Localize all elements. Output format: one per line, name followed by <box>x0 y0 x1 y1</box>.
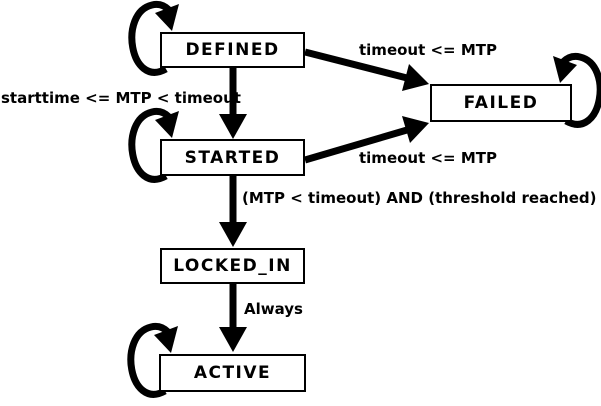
state-defined: DEFINED <box>160 32 305 68</box>
defined-self-loop-arrow <box>128 0 179 76</box>
arrowhead <box>219 114 247 139</box>
state-failed: FAILED <box>430 84 572 122</box>
state-started: STARTED <box>160 139 305 176</box>
failed-self-loop-arrow <box>553 52 601 128</box>
label-defined-to-started: starttime <= MTP < timeout <box>1 89 241 107</box>
arrow-defined-to-failed <box>304 48 429 91</box>
arrowhead <box>402 64 429 91</box>
arrowhead <box>219 222 247 247</box>
self-loop-arrowhead <box>155 4 179 31</box>
arrow-defined-to-started <box>219 68 247 139</box>
arrowhead <box>219 327 247 352</box>
arrow-shaft <box>304 48 408 82</box>
arrowhead <box>402 116 429 143</box>
self-loop-arrowhead <box>553 56 577 83</box>
arrow-started-to-failed <box>304 116 429 164</box>
state-active: ACTIVE <box>159 354 306 392</box>
label-started-to-failed: timeout <= MTP <box>359 149 498 167</box>
label-started-to-locked-in: (MTP < timeout) AND (threshold reached) <box>242 189 597 207</box>
state-locked-in: LOCKED_IN <box>160 248 305 284</box>
arrow-started-to-locked-in <box>219 176 247 247</box>
label-locked-in-to-active: Always <box>244 300 303 318</box>
arrow-locked-in-to-active <box>219 284 247 352</box>
self-loop-curve <box>128 0 172 76</box>
self-loop-curve <box>560 52 601 128</box>
label-defined-to-failed: timeout <= MTP <box>359 41 498 59</box>
arrow-shaft <box>304 126 408 164</box>
